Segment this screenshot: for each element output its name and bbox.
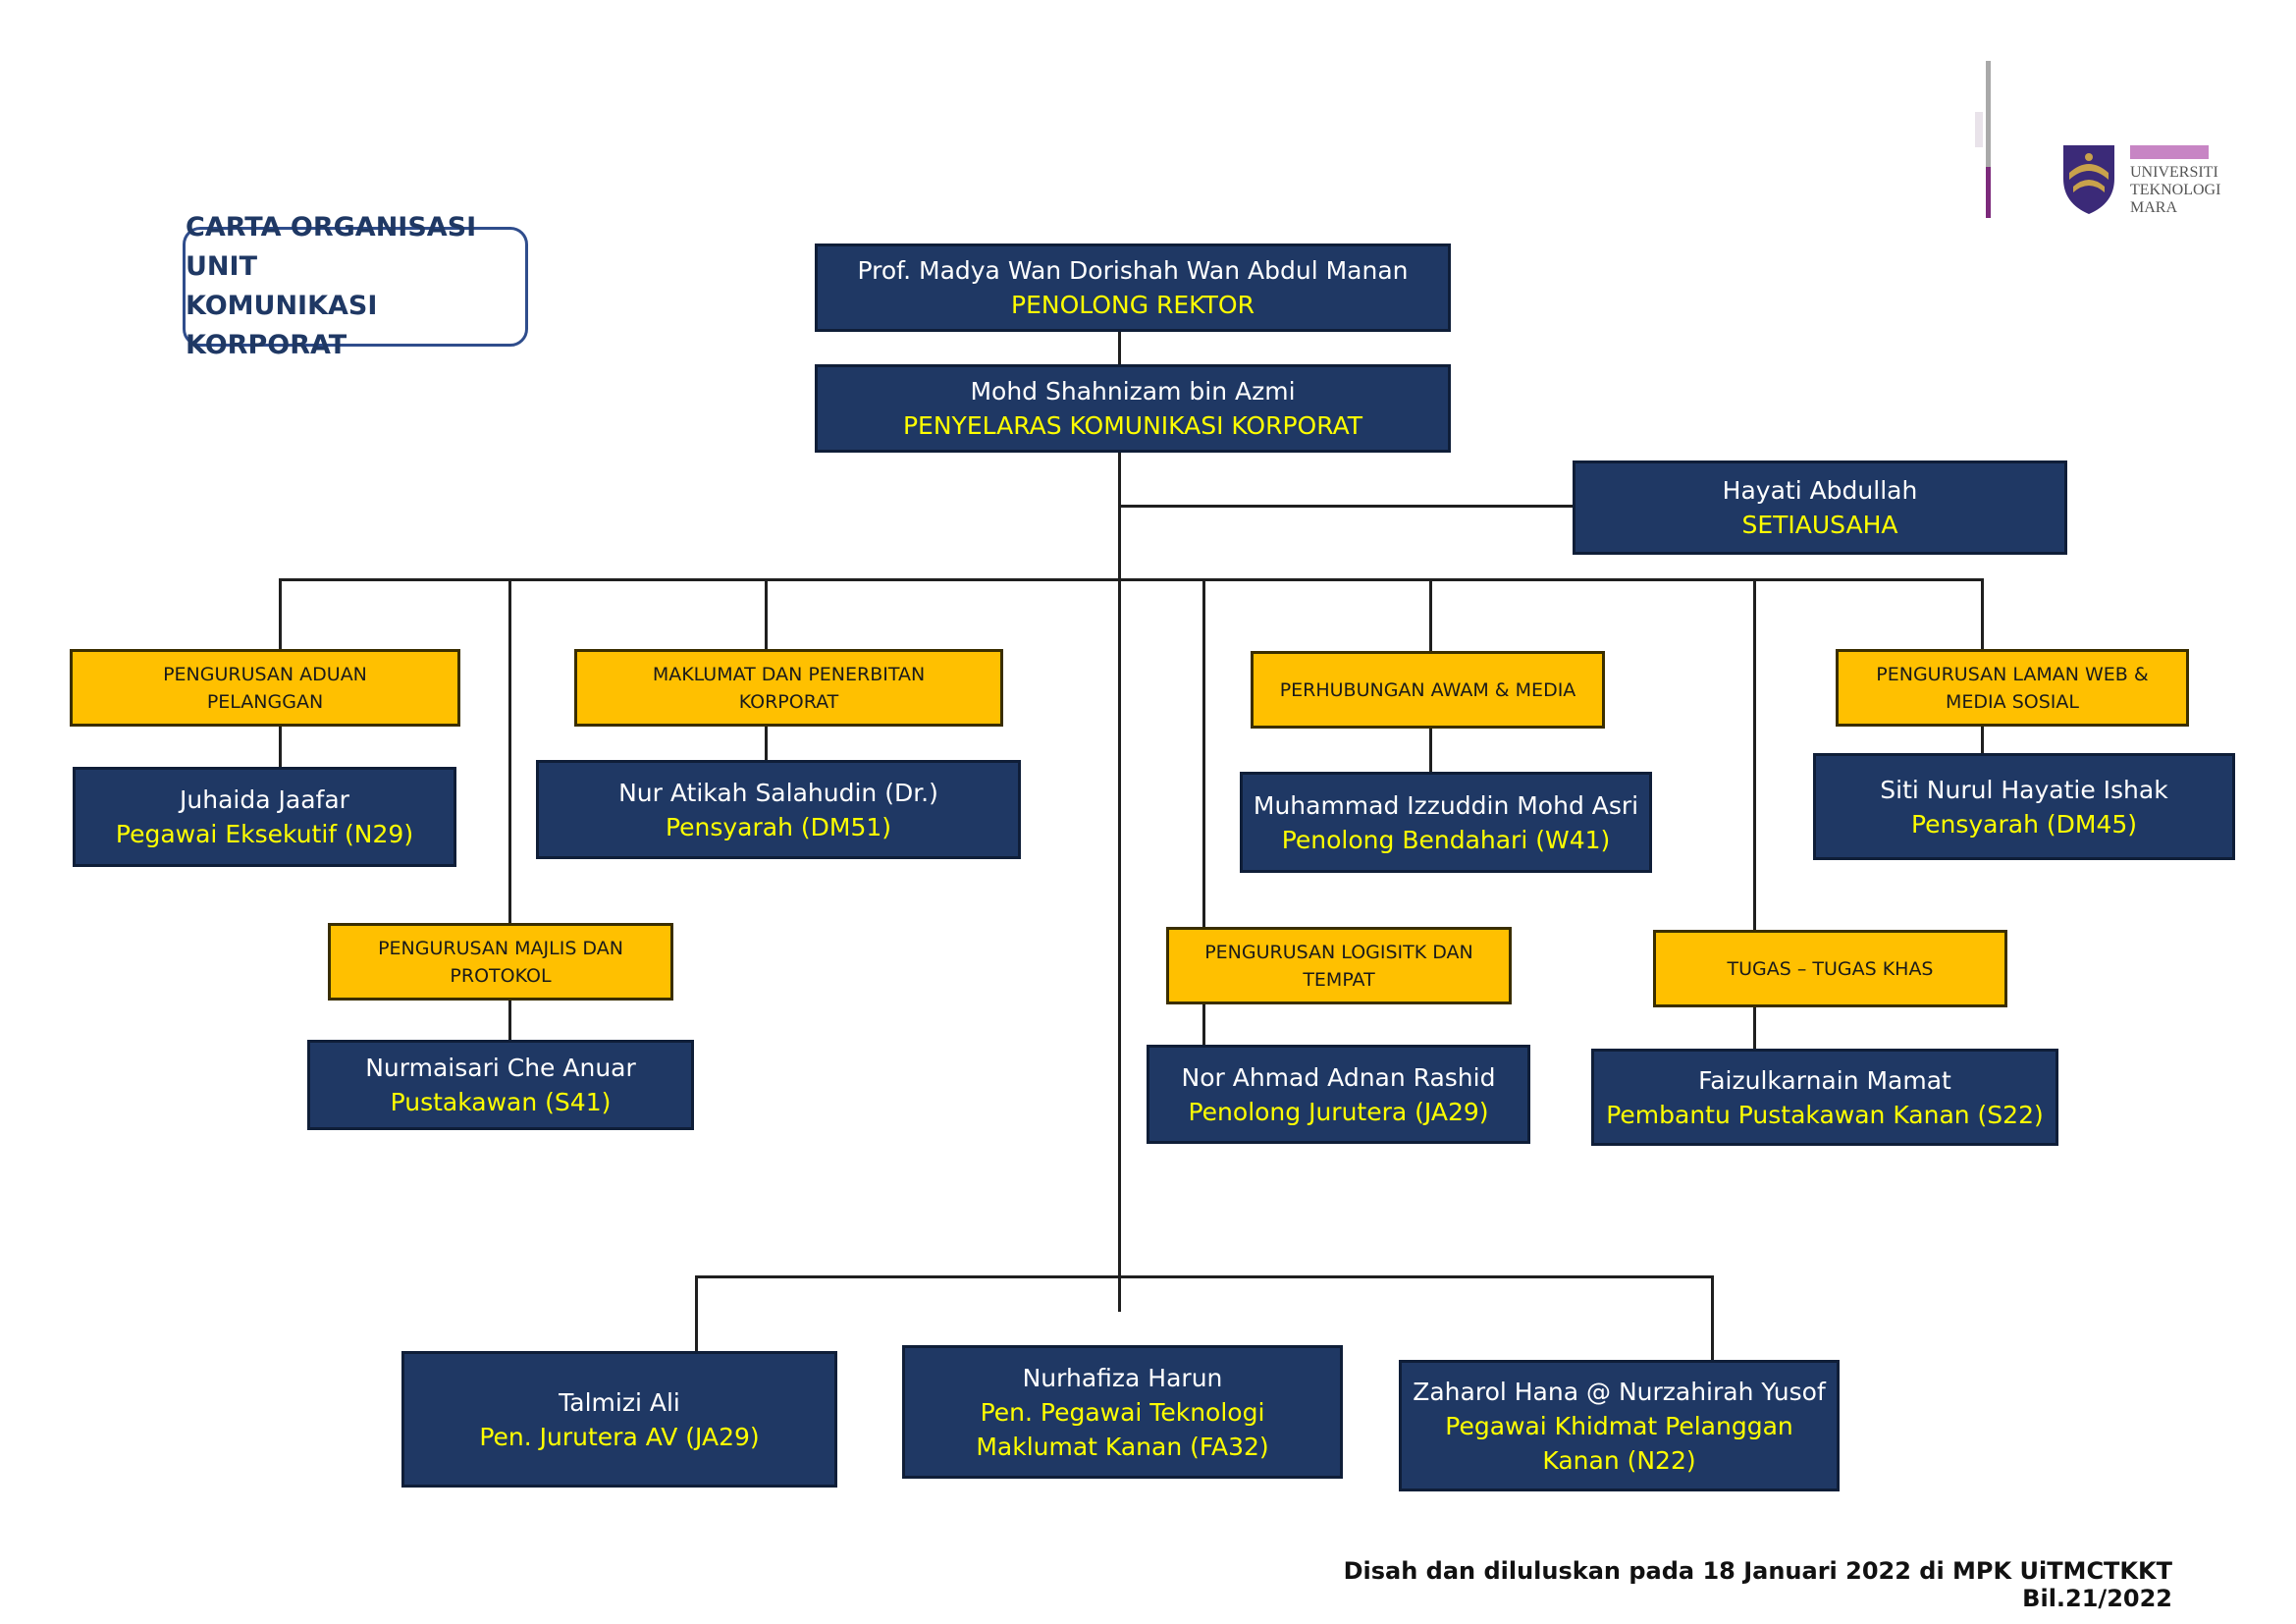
section-majlis-label: PENGURUSAN MAJLIS DAN PROTOKOL	[328, 923, 673, 1001]
secretary-box: Hayati Abdullah SETIAUSAHA	[1573, 460, 2067, 555]
section-aduan-label: PENGURUSAN ADUAN PELANGGAN	[70, 649, 460, 727]
staff-logistik-role: Penolong Jurutera (JA29)	[1188, 1097, 1489, 1126]
staff-majlis-role: Pustakawan (S41)	[390, 1088, 612, 1116]
staff-zaharol-role1: Pegawai Khidmat Pelanggan	[1445, 1411, 1793, 1440]
connector-aduan-down	[279, 578, 282, 651]
coordinator-box: Mohd Shahnizam bin Azmi PENYELARAS KOMUN…	[815, 364, 1451, 453]
staff-majlis-name: Nurmaisari Che Anuar	[365, 1054, 636, 1082]
staff-aduan-role: Pegawai Eksekutif (N29)	[115, 820, 414, 848]
coordinator-name: Mohd Shahnizam bin Azmi	[970, 377, 1296, 406]
staff-maklumat-name: Nur Atikah Salahudin (Dr.)	[618, 778, 938, 807]
coordinator-role: PENYELARAS KOMUNIKASI KORPORAT	[902, 411, 1363, 440]
connector-bottom-horizontal	[695, 1275, 1714, 1278]
staff-awam-role: Penolong Bendahari (W41)	[1281, 825, 1611, 854]
connector-majlis-staff	[508, 999, 511, 1042]
uitm-logo: UNIVERSITI TEKNOLOGI MARA	[1953, 61, 2248, 228]
connector-logistik-down	[1202, 578, 1205, 929]
logo-text-line1: UNIVERSITI	[2130, 164, 2218, 181]
connector-secretary	[1118, 505, 1575, 508]
connector-khas-down	[1753, 578, 1756, 932]
connector-aduan-staff	[279, 725, 282, 769]
connector-awam-down	[1429, 578, 1432, 653]
section-aduan-label2: PELANGGAN	[206, 690, 324, 713]
staff-talmizi-box: Talmizi Ali Pen. Jurutera AV (JA29)	[401, 1351, 837, 1488]
logo-text-line3: MARA	[2130, 199, 2177, 216]
staff-laman-box: Siti Nurul Hayatie Ishak Pensyarah (DM45…	[1813, 753, 2235, 860]
connector-maklumat-staff	[765, 725, 768, 762]
staff-nurhafiza-role1: Pen. Pegawai Teknologi	[980, 1397, 1265, 1427]
staff-talmizi-name: Talmizi Ali	[559, 1387, 680, 1417]
staff-maklumat-box: Nur Atikah Salahudin (Dr.) Pensyarah (DM…	[536, 760, 1021, 859]
section-logistik-label2: TEMPAT	[1303, 968, 1375, 991]
staff-nurhafiza-role2: Maklumat Kanan (FA32)	[976, 1432, 1269, 1461]
staff-talmizi-role: Pen. Jurutera AV (JA29)	[479, 1422, 760, 1451]
section-khas-label: TUGAS – TUGAS KHAS	[1653, 930, 2007, 1007]
secretary-name: Hayati Abdullah	[1722, 476, 1918, 505]
connector-awam-staff	[1429, 727, 1432, 774]
section-awam-label: PERHUBUNGAN AWAM & MEDIA	[1251, 651, 1605, 729]
connector-logistik-staff	[1202, 1002, 1205, 1047]
staff-awam-box: Muhammad Izzuddin Mohd Asri Penolong Ben…	[1240, 772, 1652, 873]
section-maklumat-label2: KORPORAT	[738, 690, 839, 713]
section-laman-label2: MEDIA SOSIAL	[1946, 690, 2079, 713]
section-khas-label1: TUGAS – TUGAS KHAS	[1727, 957, 1934, 980]
staff-laman-name: Siti Nurul Hayatie Ishak	[1880, 775, 2168, 804]
connector-zaharol	[1711, 1275, 1714, 1362]
section-awam-label1: PERHUBUNGAN AWAM & MEDIA	[1279, 678, 1576, 701]
rector-box: Prof. Madya Wan Dorishah Wan Abdul Manan…	[815, 244, 1451, 332]
connector-maklumat-down	[765, 578, 768, 651]
section-laman-label: PENGURUSAN LAMAN WEB & MEDIA SOSIAL	[1836, 649, 2189, 727]
chart-title-line1: CARTA ORGANISASI UNIT	[186, 212, 477, 282]
section-maklumat-label: MAKLUMAT DAN PENERBITAN KORPORAT	[574, 649, 1003, 727]
connector-khas-staff	[1753, 1005, 1756, 1051]
section-aduan-label1: PENGURUSAN ADUAN	[163, 663, 367, 685]
staff-awam-name: Muhammad Izzuddin Mohd Asri	[1253, 790, 1639, 820]
section-maklumat-label1: MAKLUMAT DAN PENERBITAN	[652, 663, 926, 685]
chart-title-line2: KOMUNIKASI KORPORAT	[186, 291, 378, 360]
logo-text-line2: TEKNOLOGI	[2130, 182, 2220, 198]
connector-laman-down	[1981, 578, 1984, 651]
secretary-role: SETIAUSAHA	[1741, 511, 1898, 539]
connector-talmizi	[695, 1275, 698, 1353]
connector-horizontal-branch	[279, 578, 1984, 581]
section-majlis-label2: PROTOKOL	[450, 964, 552, 987]
staff-aduan-box: Juhaida Jaafar Pegawai Eksekutif (N29)	[73, 767, 456, 867]
section-logistik-label1: PENGURUSAN LOGISITK DAN	[1204, 941, 1473, 963]
uitm-logo-graphic: UNIVERSITI TEKNOLOGI MARA	[1975, 61, 2220, 218]
staff-nurhafiza-name: Nurhafiza Harun	[1022, 1363, 1223, 1392]
section-majlis-label1: PENGURUSAN MAJLIS DAN	[378, 937, 623, 959]
connector-laman-staff	[1981, 725, 1984, 755]
staff-khas-role: Pembantu Pustakawan Kanan (S22)	[1606, 1100, 2044, 1129]
rector-name: Prof. Madya Wan Dorishah Wan Abdul Manan	[857, 256, 1409, 285]
staff-logistik-name: Nor Ahmad Adnan Rashid	[1181, 1062, 1496, 1092]
staff-maklumat-role: Pensyarah (DM51)	[665, 812, 892, 841]
staff-khas-name: Faizulkarnain Mamat	[1698, 1065, 1951, 1095]
staff-zaharol-name: Zaharol Hana @ Nurzahirah Yusof	[1413, 1377, 1826, 1406]
connector-main-vertical	[1118, 330, 1121, 1312]
section-laman-label1: PENGURUSAN LAMAN WEB &	[1876, 663, 2149, 685]
staff-zaharol-box: Zaharol Hana @ Nurzahirah Yusof Pegawai …	[1399, 1360, 1840, 1491]
section-logistik-label: PENGURUSAN LOGISITK DAN TEMPAT	[1166, 927, 1512, 1004]
connector-majlis-down	[508, 578, 511, 925]
staff-majlis-box: Nurmaisari Che Anuar Pustakawan (S41)	[307, 1040, 694, 1130]
staff-laman-role: Pensyarah (DM45)	[1910, 809, 2138, 839]
rector-role: PENOLONG REKTOR	[1011, 291, 1255, 319]
staff-aduan-name: Juhaida Jaafar	[180, 785, 349, 814]
approval-footer: Disah dan diluluskan pada 18 Januari 202…	[1343, 1557, 2172, 1612]
staff-khas-box: Faizulkarnain Mamat Pembantu Pustakawan …	[1591, 1049, 2058, 1146]
staff-logistik-box: Nor Ahmad Adnan Rashid Penolong Jurutera…	[1147, 1045, 1530, 1144]
chart-title: CARTA ORGANISASI UNIT KOMUNIKASI KORPORA…	[183, 212, 528, 360]
staff-nurhafiza-box: Nurhafiza Harun Pen. Pegawai Teknologi M…	[902, 1345, 1343, 1479]
staff-zaharol-role2: Kanan (N22)	[1542, 1445, 1696, 1475]
